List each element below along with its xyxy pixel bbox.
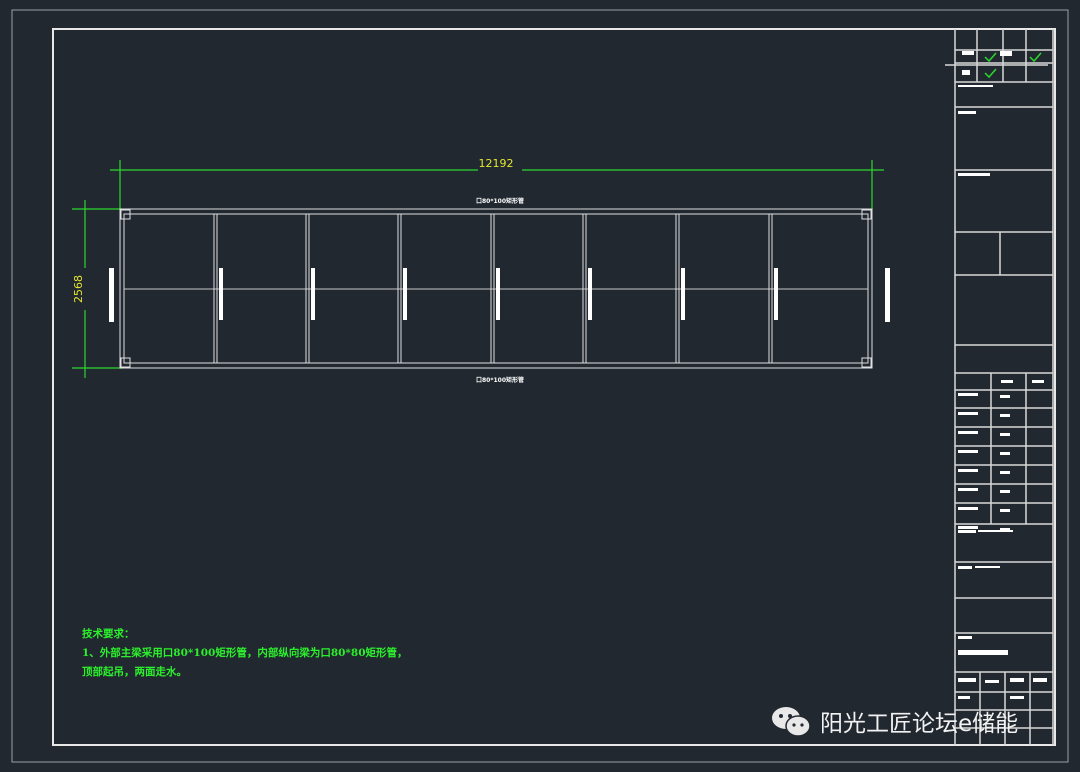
beam-label-mark <box>219 268 223 320</box>
wechat-icon <box>772 707 811 737</box>
title-block-text-mark <box>978 530 1013 532</box>
title-block-text-mark <box>958 526 978 529</box>
width-dimension <box>110 160 884 210</box>
title-block-text-mark <box>958 85 993 87</box>
notes-line-1: 1、外部主梁采用口80*100矩形管，内部纵向梁为口80*80矩形管， <box>82 647 408 659</box>
title-block-text-mark <box>958 696 970 699</box>
beam-label-mark <box>109 268 114 322</box>
title-block-text-mark <box>962 51 974 55</box>
beam-label-mark <box>311 268 315 320</box>
beam-label-mark <box>588 268 592 320</box>
title-block-text-mark <box>958 469 978 472</box>
beam-labels <box>109 268 890 322</box>
title-block-text-mark <box>958 678 976 682</box>
corner-fitting <box>120 209 131 220</box>
bottom-beam-label: 口80*100矩形管 <box>476 376 524 384</box>
title-block-text-mark <box>962 70 970 75</box>
title-block-text-mark <box>958 530 976 533</box>
beam-label-mark <box>496 268 500 320</box>
title-block-text-mark <box>958 431 978 434</box>
width-dimension-text: 12192 <box>479 157 514 170</box>
title-block-text-mark <box>1000 452 1010 455</box>
check-icon <box>984 68 997 79</box>
check-icon <box>984 52 997 63</box>
notes-title: 技术要求： <box>82 628 135 640</box>
sheet-inner-frame <box>52 28 1056 746</box>
check-icon <box>1029 52 1042 63</box>
title-block-text-mark <box>1032 380 1044 383</box>
sheet-outer-border <box>11 9 1069 763</box>
title-block-text-mark <box>1033 678 1047 682</box>
beam-label-mark <box>774 268 778 320</box>
title-block-text-mark <box>1000 433 1010 436</box>
watermark: 阳光工匠论坛e储能 <box>770 704 1018 738</box>
title-block-text-mark <box>1000 528 1010 531</box>
title-block-text-mark <box>1001 380 1013 383</box>
title-block-text-mark <box>958 412 978 415</box>
title-block-text-mark <box>1010 696 1024 699</box>
title-block-text-mark <box>985 680 999 683</box>
height-dimension-text: 2568 <box>72 275 85 303</box>
title-block-text-mark <box>1000 471 1010 474</box>
title-block-text-mark <box>958 636 972 639</box>
beam-label-mark <box>403 268 407 320</box>
title-block <box>945 29 1054 745</box>
corner-fitting <box>861 357 872 368</box>
title-block-text-mark <box>958 393 978 396</box>
top-beam-label: 口80*100矩形管 <box>476 197 524 205</box>
height-dimension <box>72 200 122 378</box>
title-block-text-mark <box>958 111 976 114</box>
title-block-text-mark <box>958 488 978 491</box>
title-block-text-mark <box>1000 414 1010 417</box>
title-block-text-mark <box>975 566 1000 568</box>
title-block-text-mark <box>1000 490 1010 493</box>
title-block-text-mark <box>1000 509 1010 512</box>
title-block-text-mark <box>958 507 978 510</box>
notes-line-2: 顶部起吊，两面走水。 <box>82 666 187 678</box>
title-block-text-mark <box>1000 395 1010 398</box>
watermark-text: 阳光工匠论坛e储能 <box>820 711 1019 737</box>
beam-label-mark <box>885 268 890 322</box>
title-block-text-mark <box>958 650 1008 655</box>
title-block-text-mark <box>958 566 972 569</box>
title-block-text-mark <box>1010 678 1024 682</box>
beam-label-mark <box>681 268 685 320</box>
corner-fitting <box>861 209 872 220</box>
corner-fitting <box>120 357 131 368</box>
title-block-text-mark <box>958 450 978 453</box>
title-block-text-mark <box>1000 51 1012 56</box>
title-block-text-mark <box>958 173 990 176</box>
